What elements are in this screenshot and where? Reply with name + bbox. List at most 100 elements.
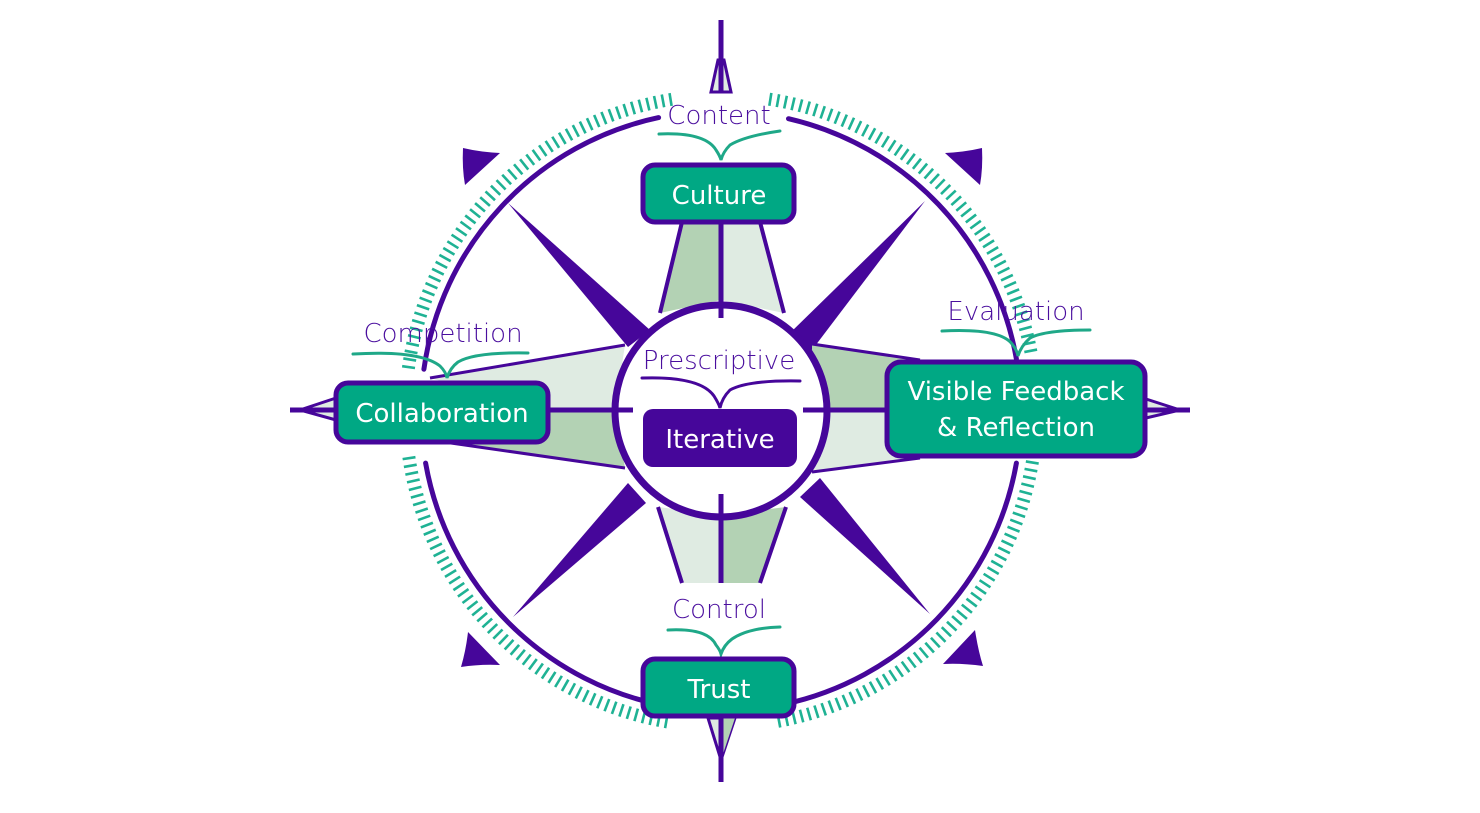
tick-mark xyxy=(867,127,877,141)
tick-mark xyxy=(420,521,434,529)
tick-mark xyxy=(424,281,438,290)
tick-mark xyxy=(847,117,856,131)
tick-mark xyxy=(840,114,849,128)
tick-mark xyxy=(479,196,491,207)
tick-mark xyxy=(804,101,812,115)
tick-mark xyxy=(855,688,864,701)
tick-mark xyxy=(426,535,440,544)
tick-mark xyxy=(973,226,987,236)
tick-mark xyxy=(978,232,991,242)
tick-mark xyxy=(929,636,941,649)
north-beam xyxy=(658,221,786,318)
tick-mark xyxy=(407,334,421,340)
tick-mark xyxy=(834,697,842,711)
tick-mark xyxy=(887,139,897,152)
corner-marker-top-right xyxy=(945,148,983,185)
tick-mark xyxy=(411,318,425,326)
tick-mark xyxy=(826,108,834,122)
ring-arc-top-left-b xyxy=(421,115,662,372)
tick-mark xyxy=(990,559,1004,569)
tick-mark xyxy=(812,103,819,117)
tick-mark xyxy=(416,303,430,311)
tick-mark xyxy=(557,132,567,145)
tick-mark xyxy=(419,296,433,304)
collaboration-box-text: Collaboration xyxy=(355,399,528,429)
west-spike xyxy=(290,395,338,422)
outer-ring xyxy=(421,115,1019,709)
tick-mark xyxy=(805,707,813,721)
tick-mark xyxy=(450,233,464,243)
center-brace xyxy=(640,376,802,409)
tick-mark xyxy=(464,214,477,225)
tick-mark xyxy=(452,581,465,592)
tick-mark xyxy=(974,585,987,595)
tick-mark xyxy=(564,128,574,141)
tick-mark xyxy=(444,569,457,578)
culture-box[interactable] xyxy=(640,162,797,225)
trust-box[interactable] xyxy=(640,656,797,719)
iterative-box[interactable] xyxy=(643,409,797,467)
tick-mark xyxy=(934,178,946,190)
tick-mark xyxy=(1024,348,1038,354)
tick-mark xyxy=(588,692,597,706)
tick-mark xyxy=(461,594,474,605)
tick-mark xyxy=(1016,317,1030,324)
tick-mark xyxy=(935,631,947,643)
tick-mark xyxy=(899,148,910,161)
culture-box-text: Culture xyxy=(672,181,767,211)
tick-mark xyxy=(950,195,962,207)
tick-mark xyxy=(448,575,461,585)
ticks-bottom-left xyxy=(402,455,669,729)
tick-mark xyxy=(571,124,580,138)
tick-mark xyxy=(415,507,429,514)
tick-mark xyxy=(401,364,416,370)
tick-mark xyxy=(893,143,904,157)
tick-mark xyxy=(1006,288,1020,296)
tick-mark xyxy=(833,111,841,125)
tick-mark xyxy=(410,492,424,499)
tick-mark xyxy=(567,682,577,696)
tick-mark xyxy=(982,239,995,249)
tick-mark xyxy=(547,671,557,684)
point-south-east xyxy=(800,478,930,614)
tick-mark xyxy=(652,95,659,110)
tick-mark xyxy=(990,252,1003,262)
north-spike xyxy=(709,20,733,94)
tick-mark xyxy=(820,702,828,716)
tick-mark xyxy=(970,591,983,602)
tick-mark xyxy=(466,600,479,611)
tick-mark xyxy=(1014,504,1028,511)
tick-mark xyxy=(484,190,496,202)
tick-mark xyxy=(1024,467,1038,473)
tick-mark xyxy=(585,117,594,131)
tick-mark xyxy=(408,485,422,492)
point-north-east xyxy=(790,201,925,350)
tick-mark xyxy=(403,463,417,469)
tick-mark xyxy=(997,546,1011,555)
tick-mark xyxy=(474,202,486,213)
visible-feedback-box[interactable] xyxy=(884,359,1148,459)
tick-mark xyxy=(994,553,1007,562)
tick-mark xyxy=(405,341,420,347)
tick-mark xyxy=(1012,511,1026,519)
tick-mark xyxy=(412,500,426,507)
tick-mark xyxy=(1012,302,1026,310)
tick-mark xyxy=(503,639,515,651)
tick-mark xyxy=(906,656,917,669)
visible-feedback-box-line1: Visible Feedback xyxy=(907,377,1124,407)
tick-mark xyxy=(403,357,417,362)
tick-mark xyxy=(459,220,472,231)
tick-mark xyxy=(625,706,632,720)
tick-mark xyxy=(874,131,884,145)
tick-mark xyxy=(900,660,911,673)
control-brace xyxy=(666,625,782,660)
tick-mark xyxy=(960,207,973,218)
tick-mark xyxy=(495,179,507,191)
collaboration-box[interactable] xyxy=(333,380,551,445)
content-label: Content xyxy=(667,101,770,131)
tick-mark xyxy=(405,470,419,476)
tick-mark xyxy=(923,167,935,180)
south-beam xyxy=(656,494,788,584)
tick-mark xyxy=(519,158,530,171)
diagonal-points xyxy=(508,201,930,617)
